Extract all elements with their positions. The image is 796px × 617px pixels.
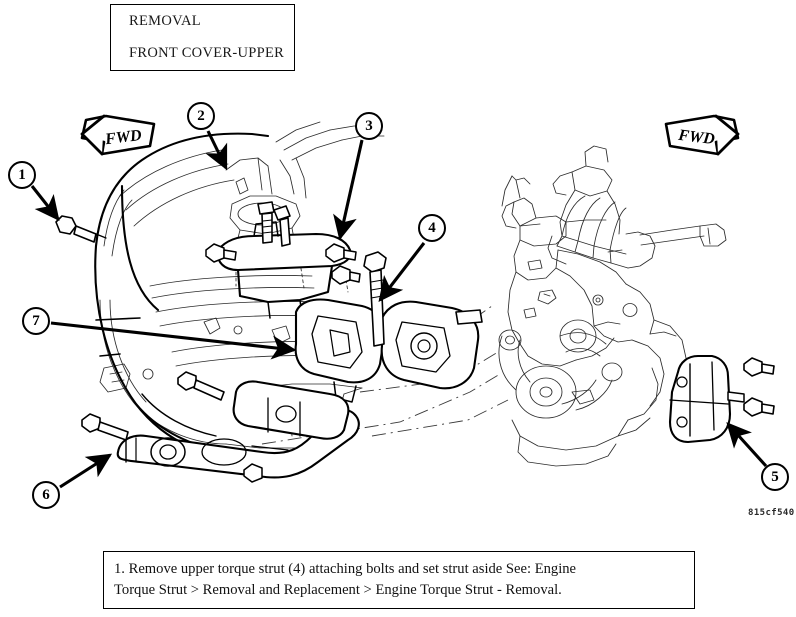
figure-caption-box: 1. Remove upper torque strut (4) attachi… <box>103 551 695 609</box>
caption-line-1: 1. Remove upper torque strut (4) attachi… <box>114 561 577 577</box>
callout-7: 7 <box>22 307 50 335</box>
leader-1 <box>30 185 60 221</box>
callout-4-number: 4 <box>428 219 436 236</box>
leader-4 <box>378 242 426 302</box>
callout-6: 6 <box>32 481 60 509</box>
leader-3 <box>333 139 364 241</box>
figure-title-line-1: REMOVAL <box>129 13 201 29</box>
fwd-arrow-left: FWD <box>76 112 158 163</box>
leader-5 <box>726 422 768 468</box>
caption-line-2: Torque Strut > Removal and Replacement >… <box>114 582 562 598</box>
callout-3: 3 <box>355 112 383 140</box>
callout-5-number: 5 <box>771 468 779 485</box>
callout-3-number: 3 <box>365 117 373 134</box>
callout-1: 1 <box>8 161 36 189</box>
callout-7-number: 7 <box>32 312 40 329</box>
fwd-arrow-right: FWD <box>662 112 744 163</box>
fwd-arrow-left-label: FWD <box>103 127 143 148</box>
callout-1-number: 1 <box>18 166 26 183</box>
figure-id-code: 815cf540 <box>748 508 795 518</box>
callout-4: 4 <box>418 214 446 242</box>
callout-2: 2 <box>187 102 215 130</box>
figure-title-box: REMOVAL FRONT COVER-UPPER <box>110 4 295 71</box>
figure-title-line-2: FRONT COVER-UPPER <box>129 45 285 61</box>
leader-2 <box>205 130 228 171</box>
callout-5: 5 <box>761 463 789 491</box>
callout-2-number: 2 <box>197 107 205 124</box>
leader-7 <box>50 321 297 360</box>
callout-6-number: 6 <box>42 486 50 503</box>
fwd-arrow-right-label: FWD <box>676 127 716 148</box>
leader-6 <box>59 453 113 489</box>
